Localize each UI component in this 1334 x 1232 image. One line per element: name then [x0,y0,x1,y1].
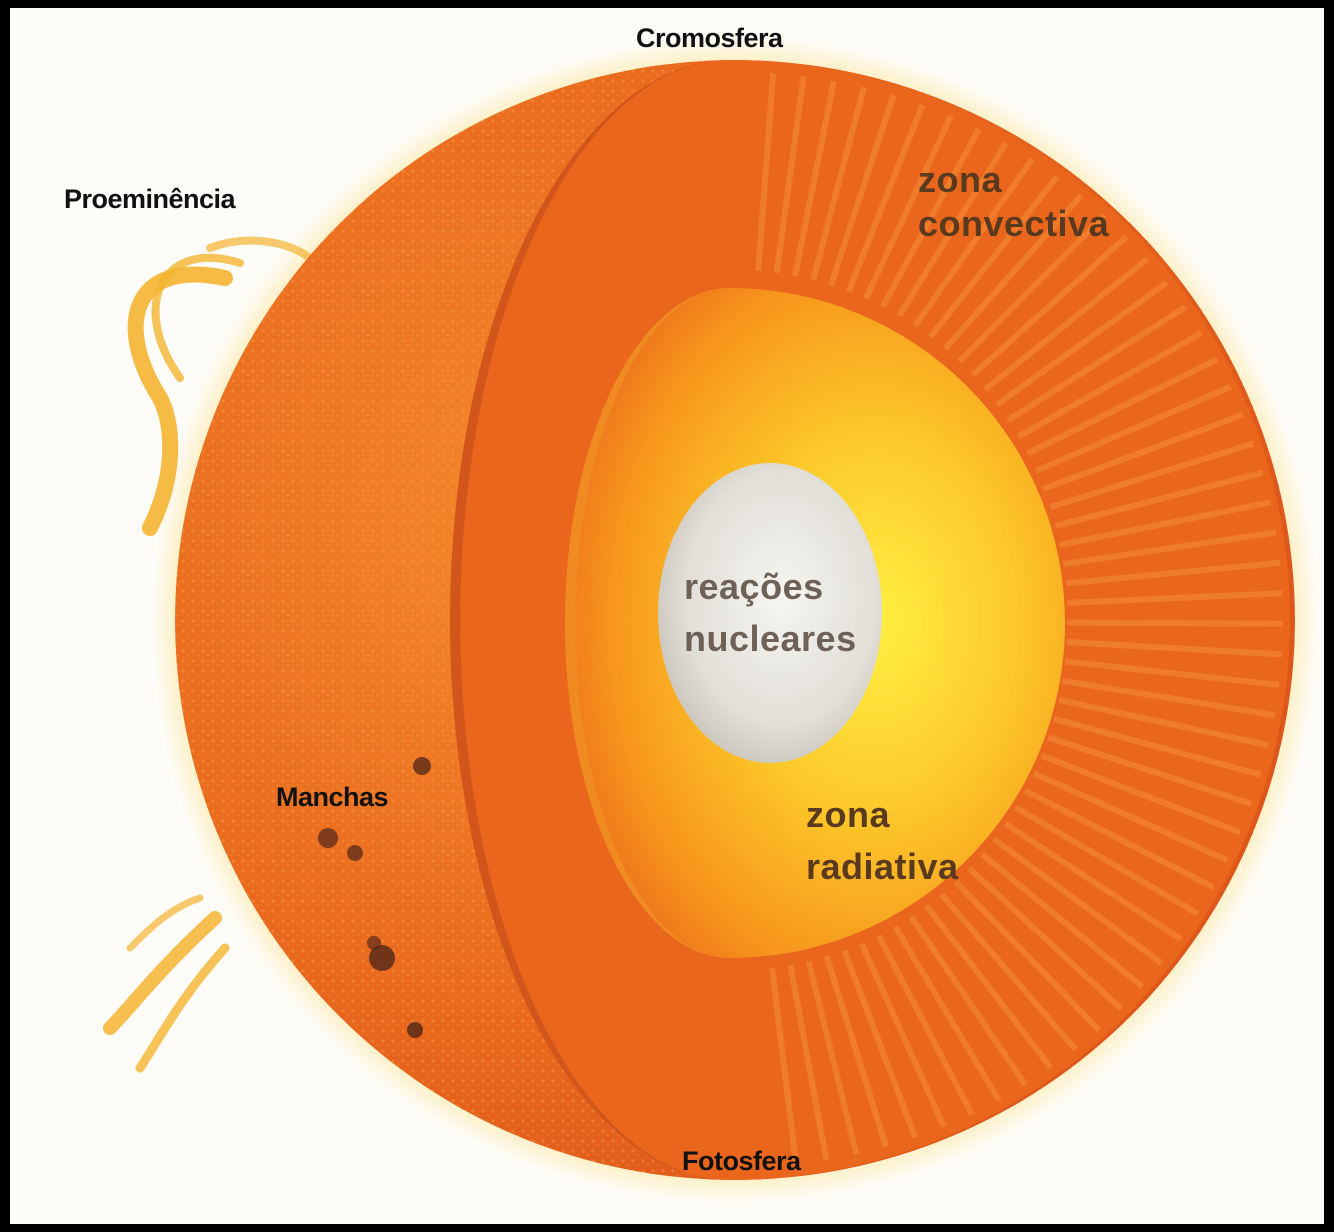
reacoes-nucleares-label: reações nucleares [684,561,857,665]
diagram-canvas: Cromosfera Proeminência zona convectiva … [10,8,1324,1224]
reacoes-line2: nucleares [684,613,857,665]
convection-streak [1067,622,1282,623]
zona-radiativa-label: zona radiativa [806,789,959,893]
cromosfera-label: Cromosfera [636,23,783,54]
zona-convectiva-line2: convectiva [918,202,1109,246]
reacoes-line1: reações [684,561,857,613]
manchas-label: Manchas [276,782,388,813]
zona-radiativa-line2: radiativa [806,841,959,893]
zona-convectiva-label: zona convectiva [918,158,1109,246]
fotosfera-label: Fotosfera [682,1146,801,1177]
zona-convectiva-line1: zona [918,158,1109,202]
zona-radiativa-line1: zona [806,789,959,841]
proeminencia-label: Proeminência [64,184,235,215]
